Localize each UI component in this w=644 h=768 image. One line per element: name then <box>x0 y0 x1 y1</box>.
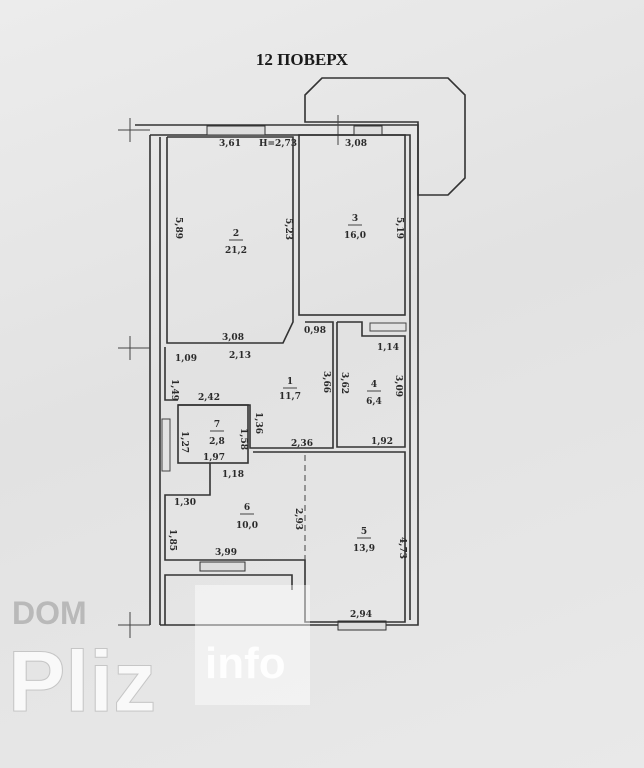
dimension-label: 1,14 <box>377 343 399 353</box>
window <box>337 620 387 631</box>
svg-text:16,0: 16,0 <box>344 231 366 241</box>
window <box>353 125 383 136</box>
dimension-label: 2,42 <box>198 393 220 403</box>
dimension-label: 1,30 <box>174 498 196 508</box>
dimension-label: 5,19 <box>394 217 404 239</box>
dimension-label: 3,09 <box>393 375 403 397</box>
dimension-label: 4,73 <box>397 537 407 559</box>
dimension-label: 1,27 <box>179 431 189 453</box>
room-7: 7 2,8 <box>209 420 225 447</box>
dimension-label: 2,93 <box>293 508 303 530</box>
room-5: 5 13,9 <box>353 527 375 554</box>
watermark-info: info <box>205 639 286 688</box>
watermark-dom: DOM <box>12 595 87 631</box>
svg-text:21,2: 21,2 <box>225 246 247 256</box>
dimension-label: 1,09 <box>175 354 197 364</box>
dimension-label: 1,97 <box>203 453 225 463</box>
room-1: 1 11,7 <box>279 377 301 402</box>
room-4: 4 6,4 <box>366 380 382 407</box>
ceiling-height-label: H=2,73 <box>259 139 297 149</box>
dimension-label: 1,36 <box>253 412 263 434</box>
floor-title: 12 ПОВЕРХ <box>256 50 349 69</box>
watermark-box <box>195 585 310 705</box>
dimension-label: 2,36 <box>291 439 313 449</box>
bay-window-outline <box>304 77 466 196</box>
svg-text:2,8: 2,8 <box>209 437 225 447</box>
room-2: 2 21,2 <box>225 229 247 256</box>
dimension-label: 1,92 <box>371 437 393 447</box>
dimensions: 3,61 3,08 5,89 5,23 5,19 3,08 0,98 1,14 … <box>167 139 407 620</box>
svg-text:1: 1 <box>287 377 293 387</box>
dimension-label: 2,13 <box>229 351 251 361</box>
svg-text:5: 5 <box>361 527 367 537</box>
dimension-label: 0,98 <box>304 326 326 336</box>
dimension-label: 1,18 <box>222 470 244 480</box>
svg-text:4: 4 <box>371 380 377 390</box>
svg-text:2: 2 <box>233 229 239 239</box>
svg-text:6,4: 6,4 <box>366 397 382 407</box>
room-6: 6 10,0 <box>236 503 258 531</box>
dimension-label: 2,94 <box>350 610 372 620</box>
dimension-label: 3,08 <box>222 333 244 343</box>
window <box>206 125 266 136</box>
room-3: 3 16,0 <box>344 214 366 241</box>
dimension-label: 5,23 <box>283 218 293 240</box>
ventilation-grille <box>161 322 407 472</box>
dimension-label: 3,99 <box>215 548 237 558</box>
dimension-label: 1,85 <box>167 529 177 551</box>
window <box>199 561 246 572</box>
dimension-label: 3,61 <box>219 139 241 149</box>
dimension-label: 1,49 <box>169 379 179 401</box>
interior-walls <box>164 134 406 625</box>
svg-text:11,7: 11,7 <box>279 392 301 402</box>
dimension-label: 3,62 <box>339 372 349 394</box>
svg-text:13,9: 13,9 <box>353 544 375 554</box>
dimension-label: 1,58 <box>238 428 248 450</box>
svg-text:7: 7 <box>214 420 220 430</box>
svg-text:3: 3 <box>352 214 358 224</box>
svg-text:6: 6 <box>244 503 250 513</box>
dimension-label: 5,89 <box>173 217 183 239</box>
dimension-label: 3,08 <box>345 139 367 149</box>
dimension-label: 3,66 <box>321 371 331 393</box>
svg-text:10,0: 10,0 <box>236 521 258 531</box>
watermark-pliz: Pliz <box>7 634 157 730</box>
